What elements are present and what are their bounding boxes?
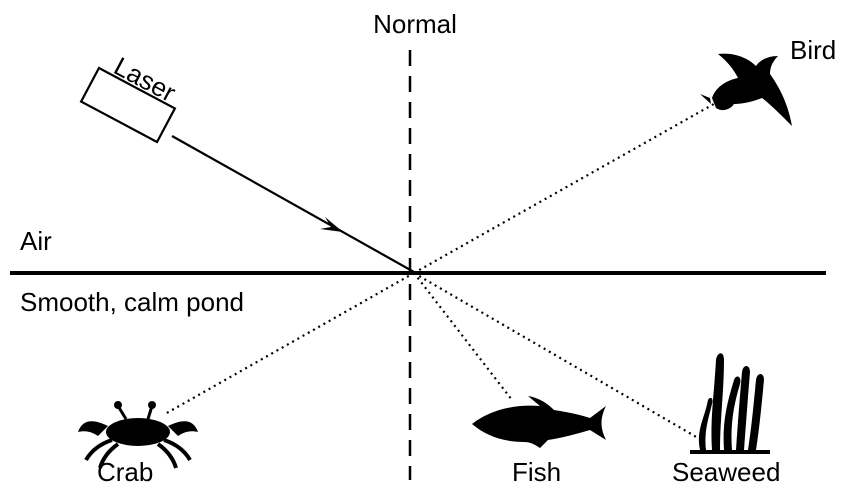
seaweed-icon	[690, 353, 770, 454]
fish-icon	[472, 396, 606, 448]
bird-icon	[700, 53, 792, 127]
bird-label: Bird	[790, 35, 836, 65]
air-label: Air	[20, 226, 52, 256]
ray-to-seaweed	[413, 272, 699, 439]
fish-label: Fish	[512, 457, 561, 487]
normal-label: Normal	[373, 9, 457, 39]
ray-to-bird	[413, 95, 729, 274]
laser-icon	[79, 66, 177, 144]
crab-label: Crab	[97, 457, 153, 487]
pond-label: Smooth, calm pond	[20, 287, 244, 317]
seaweed-label: Seaweed	[672, 457, 780, 487]
crab-icon	[78, 401, 198, 469]
laser-beam	[171, 135, 415, 273]
beam-arrow-icon	[320, 217, 343, 232]
ray-to-fish	[413, 272, 513, 401]
